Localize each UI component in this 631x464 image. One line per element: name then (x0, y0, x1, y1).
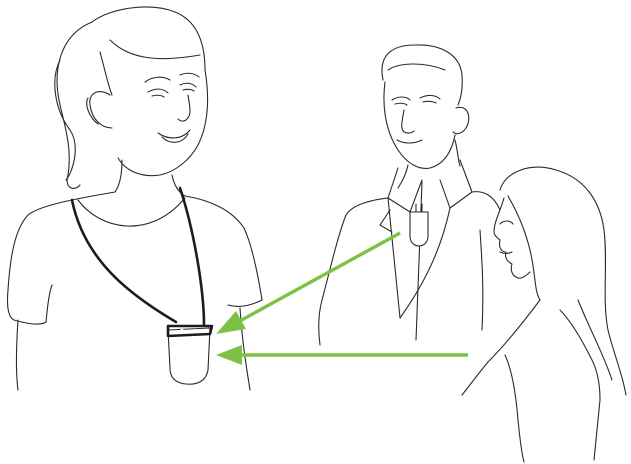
speaker-woman-figure (462, 167, 626, 462)
arrow-line-diagonal (238, 233, 400, 322)
neckloop-cord-right (180, 188, 204, 325)
arrow-from-clip-microphone (216, 233, 400, 334)
arrow-from-woman-speaker (216, 345, 468, 365)
arrowhead-horizontal-icon (216, 345, 242, 365)
speaker-man-figure (319, 45, 500, 345)
clip-microphone (410, 204, 428, 246)
pendant-device (168, 326, 212, 384)
